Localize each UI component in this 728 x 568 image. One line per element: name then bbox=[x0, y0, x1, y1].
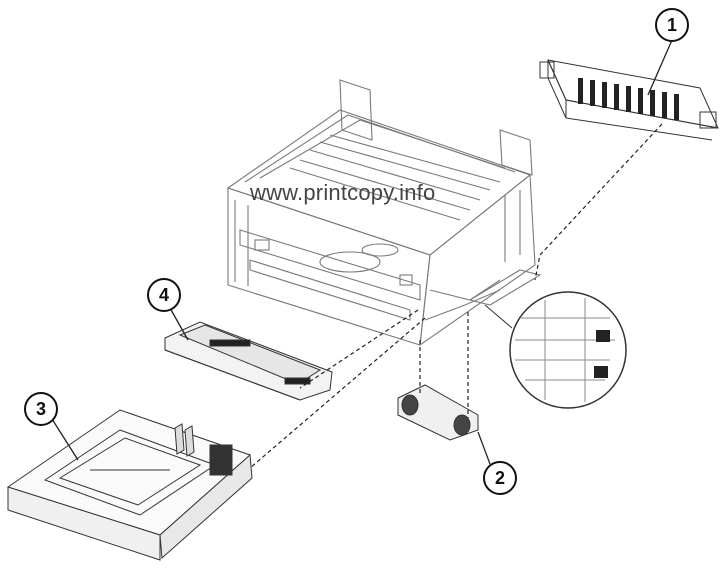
callout-3-number: 3 bbox=[35, 398, 46, 419]
main-frame-assembly bbox=[226, 79, 542, 347]
callout-1-number: 1 bbox=[666, 14, 677, 35]
callout-3[interactable]: 3 bbox=[24, 392, 58, 426]
callout-1[interactable]: 1 bbox=[655, 8, 689, 42]
watermark-text: www.printcopy.info bbox=[250, 180, 436, 205]
callout-2[interactable]: 2 bbox=[483, 461, 517, 495]
paper-tray-part bbox=[6, 409, 253, 561]
callout-4[interactable]: 4 bbox=[147, 278, 181, 312]
detail-inset bbox=[484, 291, 627, 409]
callout-4-number: 4 bbox=[158, 284, 169, 305]
callout-leaders bbox=[51, 39, 673, 465]
upper-assembly-part bbox=[539, 59, 719, 141]
pick-roller-part bbox=[397, 384, 479, 441]
manual-feeder-part bbox=[164, 321, 333, 401]
dashed-leader-lines bbox=[249, 123, 663, 469]
callout-2-number: 2 bbox=[494, 467, 505, 488]
